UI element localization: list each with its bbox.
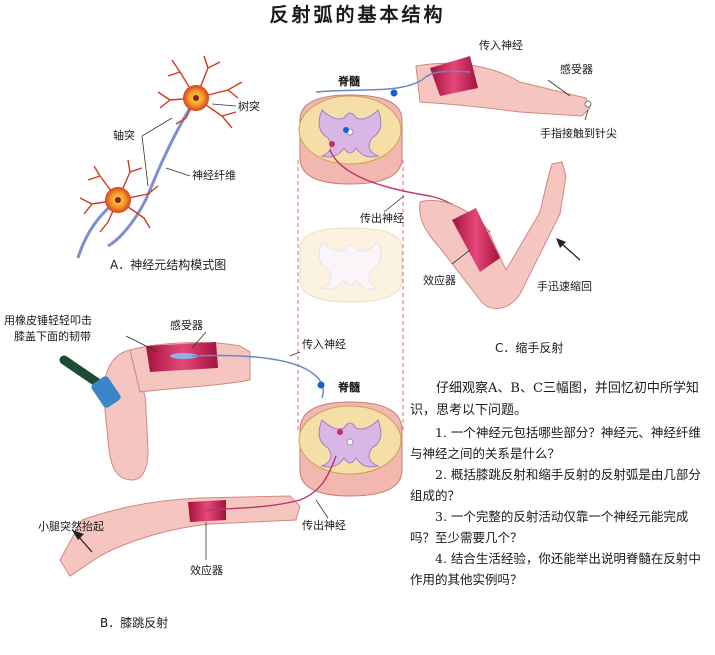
label-b-effector: 效应器 (190, 564, 223, 577)
question-intro: 仔细观察A、B、C三幅图，并回忆初中所学知识，思考以下问题。 (410, 381, 699, 418)
label-c-hand-withdraw: 手迅速缩回 (537, 280, 592, 293)
label-dendrite: 树突 (238, 100, 260, 113)
label-b-shank-lift: 小腿突然抬起 (38, 520, 104, 533)
label-b-afferent-nerve: 传入神经 (302, 338, 346, 351)
label-b-hammer-line2: 膝盖下面的韧带 (14, 330, 91, 343)
question-block: 仔细观察A、B、C三幅图，并回忆初中所学知识，思考以下问题。 1. 一个神经元包… (410, 378, 706, 590)
spinal-cord-c (298, 94, 403, 185)
question-4: 4. 结合生活经验，你还能举出说明脊髓在反射中作用的其他实例吗？ (410, 551, 701, 587)
label-c-effector: 效应器 (423, 274, 456, 287)
neuron-diagram (76, 55, 243, 259)
spinal-cord-faded (299, 227, 403, 303)
question-3: 3. 一个完整的反射活动仅靠一个神经元能完成吗？至少需要几个？ (410, 509, 689, 545)
label-axon: 轴突 (113, 129, 135, 142)
label-b-efferent-nerve: 传出神经 (302, 519, 346, 532)
caption-panel-a: A．神经元结构模式图 (110, 258, 227, 272)
question-2: 2. 概括膝跳反射和缩手反射的反射弧是由几部分组成的？ (410, 467, 701, 503)
page-title: 反射弧的基本结构 (269, 4, 446, 26)
label-c-efferent-nerve: 传出神经 (360, 212, 404, 225)
label-b-hammer-line1: 用橡皮锤轻轻叩击 (4, 314, 92, 327)
label-c-spinal-cord: 脊髓 (338, 75, 360, 88)
rubber-hammer (59, 355, 121, 408)
label-c-afferent-nerve: 传入神经 (479, 39, 523, 52)
question-1: 1. 一个神经元包括哪些部分？神经元、神经纤维与神经之间的关系是什么？ (410, 425, 701, 461)
spinal-cord-b (298, 401, 403, 497)
knee-jerk-reflex-diagram (59, 331, 403, 577)
dashed-guides (297, 160, 404, 430)
label-b-receptor: 感受器 (170, 319, 203, 332)
caption-panel-b: B．膝跳反射 (100, 616, 169, 630)
label-b-spinal-cord: 脊髓 (338, 381, 360, 394)
withdrawal-reflex-diagram (298, 56, 592, 309)
label-nerve-fiber: 神经纤维 (192, 169, 236, 182)
caption-panel-c: C．缩手反射 (495, 341, 564, 355)
label-c-receptor: 感受器 (560, 63, 593, 76)
label-c-finger-touch: 手指接触到针尖 (540, 127, 617, 140)
